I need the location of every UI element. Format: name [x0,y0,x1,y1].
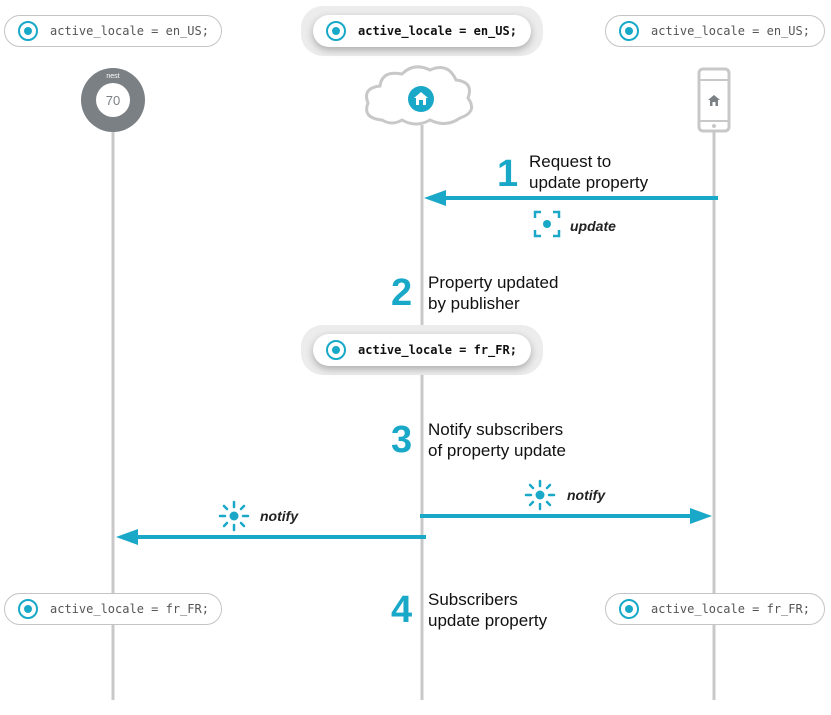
step-4-line-1: Subscribers [428,590,518,609]
locale-value: active_locale = fr_FR; [358,343,517,357]
cloud-locale-top: active_locale = en_US; [313,15,531,47]
step-4-number: 4 [391,589,413,631]
phone-device [697,67,731,133]
step-4-line-2: update property [428,611,548,630]
notify-icon [524,479,556,511]
request-arrow [424,190,718,206]
locale-dot-icon [619,21,639,41]
locale-dot-icon [619,599,639,619]
phone-locale-bottom: active_locale = fr_FR; [605,593,825,625]
step-2-number: 2 [391,272,413,314]
locale-dot-icon [326,21,346,41]
cloud-service [365,65,474,126]
step-4-text: Subscribers update property [428,589,547,631]
step-3-line-2: of property update [428,441,566,460]
update-label: update [570,218,616,234]
thermostat-temp: 70 [106,93,120,108]
locale-dot-icon [18,21,38,41]
notify-label-left: notify [260,508,299,524]
step-2-text: Property updated by publisher [428,272,558,314]
notify-arrow-left [116,529,426,545]
locale-dot-icon [326,340,346,360]
step-3-line-1: Notify subscribers [428,420,564,439]
step-1-line-2: update property [529,173,649,192]
notify-label-right: notify [567,487,606,503]
locale-value: active_locale = fr_FR; [50,602,209,616]
locale-value: active_locale = en_US; [358,24,517,38]
step-3-number: 3 [391,419,413,461]
step-2-line-1: Property updated [428,273,559,292]
notify-icon [218,500,250,532]
thermostat-locale-bottom: active_locale = fr_FR; [4,593,222,625]
notify-arrow-right [420,508,712,524]
locale-value: active_locale = en_US; [651,24,810,38]
step-1-line-1: Request to [529,152,612,171]
update-icon [533,210,561,238]
thermostat-device: nest 70 [81,68,145,132]
step-2-line-2: by publisher [428,294,520,313]
thermostat-brand: nest [106,73,119,80]
cloud-locale-mid: active_locale = fr_FR; [313,334,531,366]
step-1-number: 1 [497,153,519,195]
thermostat-locale-top: active_locale = en_US; [4,15,222,47]
home-icon [414,92,428,105]
locale-value: active_locale = fr_FR; [651,602,810,616]
locale-value: active_locale = en_US; [50,24,209,38]
locale-dot-icon [18,599,38,619]
step-3-text: Notify subscribers of property update [428,419,566,461]
home-icon [708,95,720,106]
step-1-text: Request to update property [529,151,648,193]
phone-locale-top: active_locale = en_US; [605,15,825,47]
